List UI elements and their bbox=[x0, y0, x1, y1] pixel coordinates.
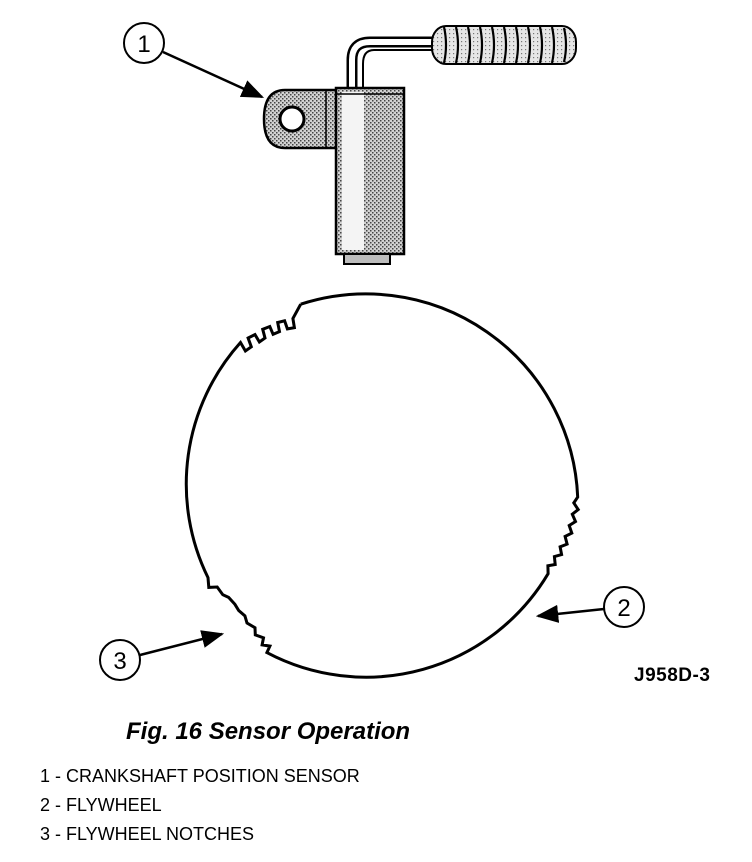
bracket-mounting-hole bbox=[278, 105, 306, 133]
sensor-operation-diagram: 1 2 3 bbox=[99, 22, 645, 681]
callout-3-leader bbox=[139, 630, 225, 657]
sensor-cable-coil bbox=[431, 25, 577, 65]
callout-2: 2 bbox=[535, 586, 645, 628]
legend-item: 3 - FLYWHEEL NOTCHES bbox=[40, 824, 255, 844]
legend-item: 1 - CRANKSHAFT POSITION SENSOR bbox=[40, 766, 360, 786]
callout-2-circle bbox=[603, 586, 645, 628]
crankshaft-position-sensor bbox=[262, 25, 577, 265]
callout-1: 1 bbox=[123, 22, 265, 99]
callout-1-number: 1 bbox=[137, 31, 150, 58]
sensor-tip bbox=[343, 253, 391, 265]
callout-3-number: 3 bbox=[113, 648, 126, 675]
callout-3: 3 bbox=[99, 630, 225, 681]
flywheel bbox=[184, 292, 581, 679]
callout-1-leader bbox=[162, 50, 265, 99]
legend-item: 2 - FLYWHEEL bbox=[40, 795, 162, 815]
callout-2-number: 2 bbox=[617, 595, 630, 622]
figure-caption: Fig. 16 Sensor Operation bbox=[126, 718, 411, 745]
figure-legend: 1 - CRANKSHAFT POSITION SENSOR 2 - FLYWH… bbox=[40, 762, 360, 849]
callout-2-leader bbox=[535, 604, 605, 623]
figure-code: J958D-3 bbox=[634, 665, 711, 686]
callout-1-circle bbox=[123, 22, 165, 64]
callout-3-circle bbox=[99, 639, 141, 681]
